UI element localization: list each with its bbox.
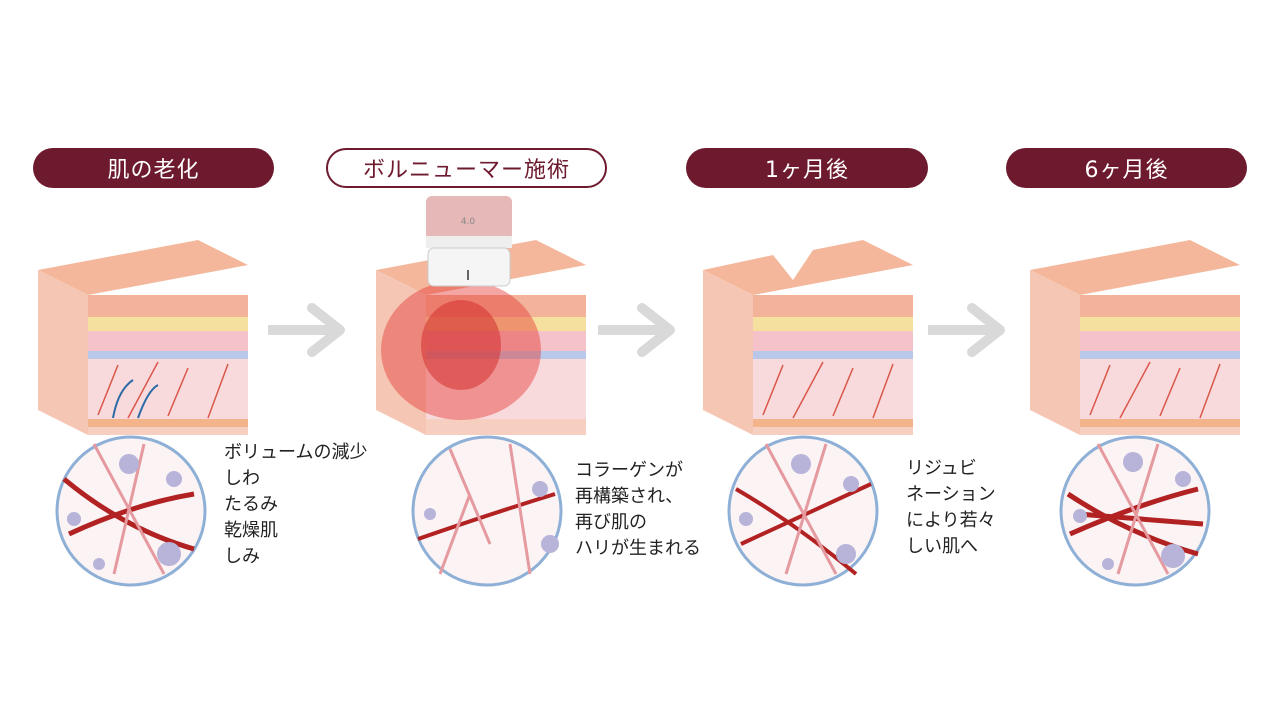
- arrow-icon: [928, 300, 1008, 360]
- device-icon: 4.0: [422, 196, 518, 288]
- collagen-zoom-1-month: [726, 434, 880, 588]
- arrow-icon: [268, 300, 348, 360]
- step-label-1-month: 1ヶ月後: [765, 158, 849, 183]
- arrow-icon: [598, 300, 678, 360]
- device-label: 4.0: [461, 217, 476, 227]
- skin-block-aging: [38, 240, 248, 435]
- step-pill-6-month: 6ヶ月後: [1006, 148, 1247, 188]
- step-pill-treatment: ボルニューマー施術: [326, 148, 607, 188]
- skin-block-1-month: [703, 240, 913, 435]
- collagen-zoom-aging: [54, 434, 208, 588]
- step-pill-aging: 肌の老化: [33, 148, 274, 188]
- description-aging: ボリュームの減少 しわ たるみ 乾燥肌 しみ: [224, 442, 368, 567]
- skin-block-6-month: [1030, 240, 1240, 435]
- step-pill-1-month: 1ヶ月後: [686, 148, 928, 188]
- description-treatment: コラーゲンが 再構築され、 再び肌の ハリが生まれる: [575, 460, 701, 559]
- description-1-month: リジュビ ネーション により若々 しい肌へ: [906, 458, 996, 557]
- step-label-aging: 肌の老化: [107, 158, 200, 183]
- step-label-6-month: 6ヶ月後: [1084, 158, 1169, 183]
- skin-block-treatment: [376, 240, 586, 435]
- collagen-zoom-treatment: [410, 434, 564, 588]
- step-label-treatment: ボルニューマー施術: [362, 158, 570, 183]
- collagen-zoom-6-month: [1058, 434, 1212, 588]
